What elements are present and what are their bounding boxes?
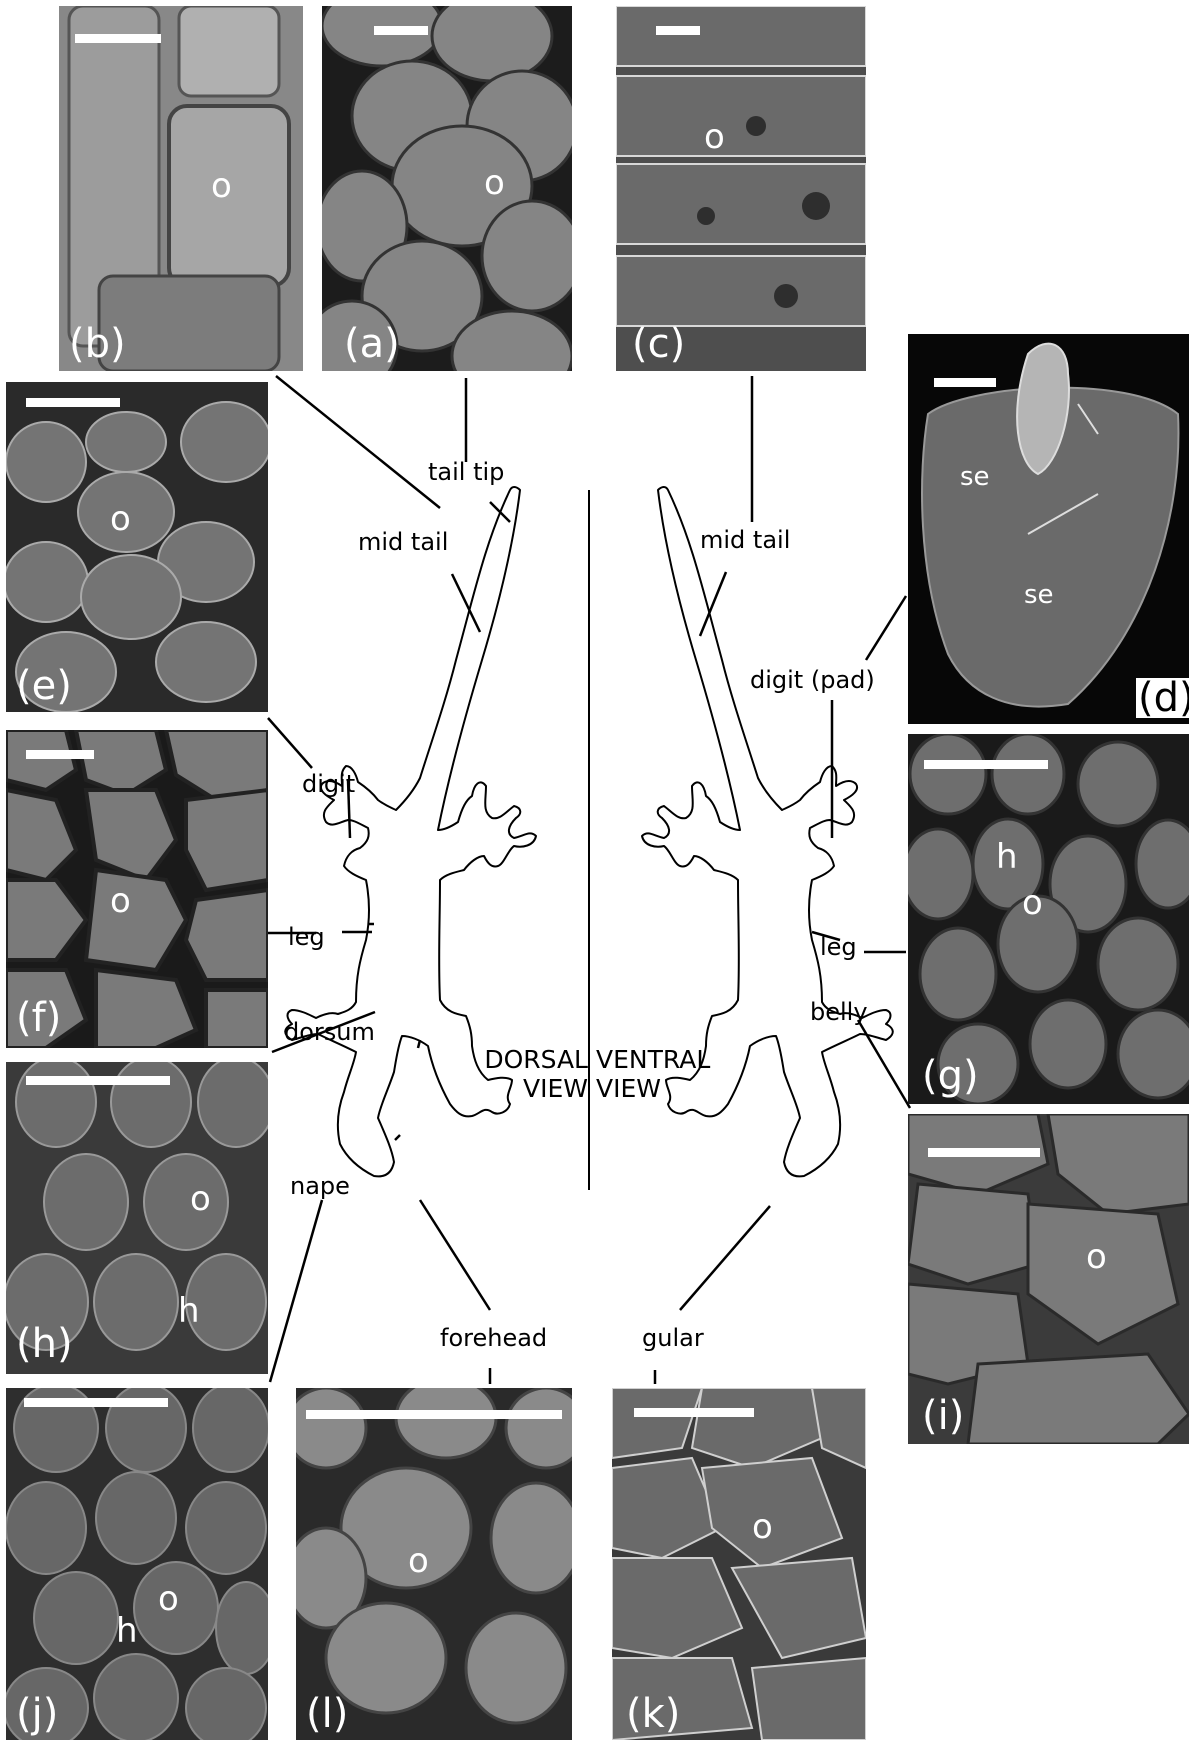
panel-h-label: (h)	[16, 1324, 73, 1364]
scale-bar	[26, 750, 94, 759]
label-digit: digit	[302, 772, 355, 796]
panel-a-marker-o: o	[484, 166, 505, 200]
panel-h-marker-o: o	[190, 1182, 211, 1216]
label-leg-dorsal: leg	[288, 925, 325, 949]
panel-e-marker-o: o	[110, 502, 131, 536]
ventral-view-line2: VIEW	[596, 1075, 726, 1104]
label-tail-tip: tail tip	[428, 460, 504, 484]
panel-l: o (l)	[296, 1388, 572, 1740]
panel-i-marker-o: o	[1086, 1240, 1107, 1274]
label-forehead: forehead	[440, 1326, 547, 1350]
panel-a-label: (a)	[344, 324, 400, 364]
label-nape: nape	[290, 1174, 350, 1198]
label-gular: gular	[642, 1326, 704, 1350]
panel-d-image	[908, 334, 1189, 724]
label-dorsum: dorsum	[284, 1020, 375, 1044]
label-belly: belly	[810, 1000, 868, 1024]
panel-f-marker-o: o	[110, 884, 131, 918]
scale-bar	[24, 1398, 168, 1407]
panel-e: o (e)	[6, 382, 268, 712]
panel-j-marker-o: o	[158, 1582, 179, 1616]
ventral-view-line1: VENTRAL	[596, 1046, 726, 1075]
panel-a-image	[322, 6, 572, 371]
scale-bar	[75, 34, 161, 43]
panel-l-label: (l)	[306, 1694, 348, 1734]
panel-f: o (f)	[6, 730, 268, 1048]
scale-bar	[26, 1076, 170, 1085]
panel-b: o (b)	[59, 6, 303, 371]
panel-c-label: (c)	[632, 324, 685, 364]
panel-f-label: (f)	[16, 998, 61, 1038]
scale-bar	[26, 398, 120, 407]
panel-b-image	[59, 6, 303, 371]
panel-j-image	[6, 1388, 268, 1740]
scale-bar	[934, 378, 996, 387]
panel-k-label: (k)	[626, 1694, 680, 1734]
label-mid-tail-dorsal: mid tail	[358, 530, 448, 554]
panel-g-label: (g)	[922, 1056, 979, 1096]
panel-e-label: (e)	[16, 666, 72, 706]
panel-a: o (a)	[322, 6, 572, 371]
panel-g: h o (g)	[908, 734, 1189, 1104]
panel-g-marker-h: h	[996, 840, 1018, 874]
panel-c: o (c)	[616, 6, 866, 371]
dorsal-view-line1: DORSAL	[478, 1046, 588, 1075]
panel-l-marker-o: o	[408, 1544, 429, 1578]
ventral-view-label: VENTRAL VIEW	[596, 1046, 726, 1104]
panel-h-marker-h: h	[178, 1294, 200, 1328]
label-leg-ventral: leg	[820, 935, 857, 959]
scale-bar	[306, 1410, 562, 1419]
panel-h: o h (h)	[6, 1062, 268, 1374]
panel-j-marker-h: h	[116, 1614, 138, 1648]
panel-d: se se (d)	[908, 334, 1189, 724]
panel-k-marker-o: o	[752, 1510, 773, 1544]
scale-bar	[924, 760, 1048, 769]
panel-k-image	[612, 1388, 866, 1740]
panel-k: o (k)	[612, 1388, 866, 1740]
dorsal-view-label: DORSAL VIEW	[478, 1046, 588, 1104]
panel-d-marker-se-2: se	[1024, 582, 1054, 608]
panel-d-label: (d)	[1136, 678, 1189, 718]
panel-i-label: (i)	[922, 1396, 964, 1436]
panel-g-image	[908, 734, 1189, 1104]
scale-bar	[634, 1408, 754, 1417]
dorsal-view-line2: VIEW	[478, 1075, 588, 1104]
panel-j: o h (j)	[6, 1388, 268, 1740]
panel-b-label: (b)	[69, 324, 126, 364]
label-digit-pad: digit (pad)	[750, 668, 875, 692]
scale-bar	[656, 26, 700, 35]
panel-b-marker-o: o	[211, 169, 232, 203]
label-mid-tail-ventral: mid tail	[700, 528, 790, 552]
panel-d-marker-se-1: se	[960, 464, 990, 490]
scale-bar	[928, 1148, 1040, 1157]
panel-c-marker-o: o	[704, 120, 725, 154]
panel-l-image	[296, 1388, 572, 1740]
panel-c-image	[616, 6, 866, 371]
scale-bar	[374, 26, 428, 35]
panel-g-marker-o: o	[1022, 886, 1043, 920]
panel-j-label: (j)	[16, 1694, 58, 1734]
panel-i: o (i)	[908, 1114, 1189, 1444]
